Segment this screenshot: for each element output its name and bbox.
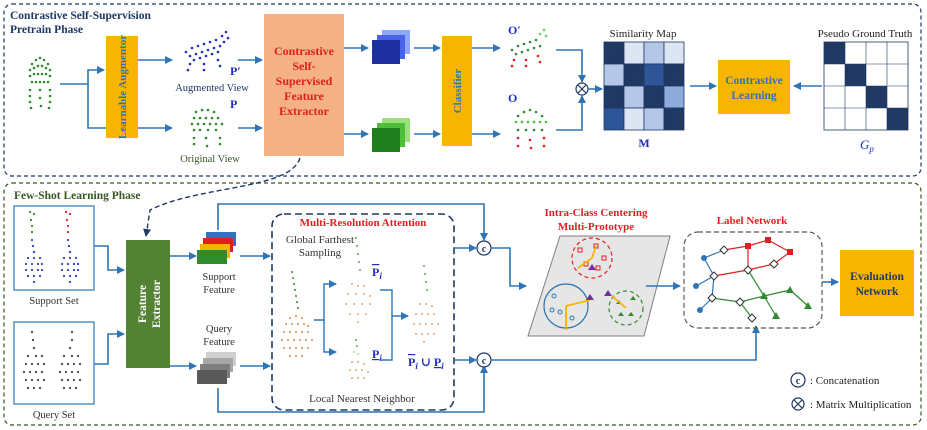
svg-text:Sampling: Sampling [299,247,342,259]
learnable-augmentor-box [106,36,138,138]
contrastive-feature-extractor-box [264,14,344,156]
original-feature-stack [372,118,410,152]
evaluation-network-box [840,250,914,316]
svg-text:Supervised: Supervised [276,74,333,88]
concat-node-query: c [476,352,492,368]
local-nearest-neighbor-label: Local Nearest Neighbor [309,393,415,405]
o-prime-label: O′ [508,23,521,37]
query-feature-stack [197,352,236,384]
p-label: P [230,97,237,111]
query-set-guitars [22,330,82,390]
input-chair-pointcloud [28,56,52,110]
global-sampled-guitar [345,237,371,323]
learnable-augmentor-label: Learnable Augmentor [117,35,129,139]
icc-title: Intra-Class Centering Multi-Prototype [545,207,648,233]
label-network-box [683,231,823,329]
p-prime-label: P′ [230,64,241,78]
svg-text:Extractor: Extractor [279,104,330,118]
evaluation-network-label: Evaluation Network [850,271,904,298]
classifier-box [442,36,472,146]
augmented-chair-pointcloud [184,30,230,72]
support-set-guitars [24,210,80,284]
query-set-label: Query Set [33,410,75,421]
pretrain-phase-panel [3,3,922,177]
label-network-graph [693,237,812,323]
svg-text:Feature: Feature [284,89,324,103]
few-shot-title: Few-Shot Learning Phase [14,190,141,202]
svg-text:Feature: Feature [203,285,235,296]
svg-text:c: c [796,376,801,387]
pretrain-title-line2: Pretrain Phase [10,24,83,36]
p-i-bar-label-top: Pi [372,265,382,281]
svg-text:Global Farthest: Global Farthest [286,234,354,246]
svg-text:Extractor: Extractor [151,280,163,328]
svg-text:: Matrix Multiplication: : Matrix Multiplication [810,399,912,411]
legend-concatenation: c : Concatenation [790,372,880,388]
svg-text:Query: Query [206,324,233,335]
svg-text:Contrastive: Contrastive [274,44,335,58]
prototype-clusters [543,237,644,330]
gp-label: Gp [860,137,874,154]
mra-input-guitar [281,271,313,357]
global-farthest-sampling-label: Global Farthest Sampling [286,234,354,259]
weight-transfer-arrow [143,157,301,237]
query-set-frame [13,321,95,405]
query-feature-label: Query Feature [203,324,235,348]
svg-text:Feature: Feature [137,285,149,323]
original-view-label: Original View [180,154,240,165]
prototype-plane [527,235,671,337]
concat-node-support: c [476,240,492,256]
svg-text:c: c [482,356,487,367]
support-feature-stack [197,232,236,264]
feature-extractor-box [126,240,170,368]
contrastive-learning-box [718,60,790,114]
svg-text:c: c [482,244,487,255]
legend-matrix-multiplication: : Matrix Multiplication [791,397,912,411]
original-chair-pointcloud [190,108,224,148]
p-i-label-bottom: Pi [372,347,382,363]
contrastive-feature-extractor-label: Contrastive Self- Supervised Feature Ext… [274,44,335,118]
svg-text:Evaluation: Evaluation [850,271,904,283]
pseudo-ground-truth-title: Pseudo Ground Truth [818,28,913,40]
svg-text:Support: Support [202,272,235,283]
multi-resolution-attention-box [271,213,455,411]
mra-title: Multi-Resolution Attention [300,217,427,229]
m-label: M [638,136,649,150]
o-chair-pointcloud [514,108,548,150]
svg-text:Network: Network [856,286,899,298]
o-prime-chair-pointcloud [510,28,548,68]
contrastive-learning-label: Contrastive Learning [725,75,783,102]
union-label: Pi ∪ Pi [408,355,444,371]
similarity-map-title: Similarity Map [610,28,677,40]
merged-guitar [413,265,439,343]
local-neighbor-guitar [349,339,369,379]
o-label: O [508,91,517,105]
support-feature-label: Support Feature [202,272,235,296]
svg-text:Intra-Class Centering: Intra-Class Centering [545,207,648,219]
pretrain-title-line1: Contrastive Self-Supervision [10,10,151,22]
matrix-multiplication-symbol [575,82,589,96]
pseudo-ground-truth-matrix [823,41,909,131]
svg-text:: Concatenation: : Concatenation [810,375,880,387]
feature-extractor-label: Feature Extractor [137,280,163,328]
few-shot-phase-panel [3,182,922,426]
svg-text:Self-: Self- [292,59,315,73]
svg-text:Learning: Learning [731,90,777,102]
classifier-label: Classifier [452,69,464,114]
label-network-title: Label Network [717,215,788,227]
svg-text:Feature: Feature [203,337,235,348]
support-set-label: Support Set [29,296,78,307]
augmented-view-label: Augmented View [175,83,249,94]
support-set-frame [13,205,95,291]
augmented-feature-stack [372,30,410,64]
similarity-map-matrix [603,41,685,131]
svg-text:Contrastive: Contrastive [725,75,783,87]
svg-text:Multi-Prototype: Multi-Prototype [558,221,634,233]
